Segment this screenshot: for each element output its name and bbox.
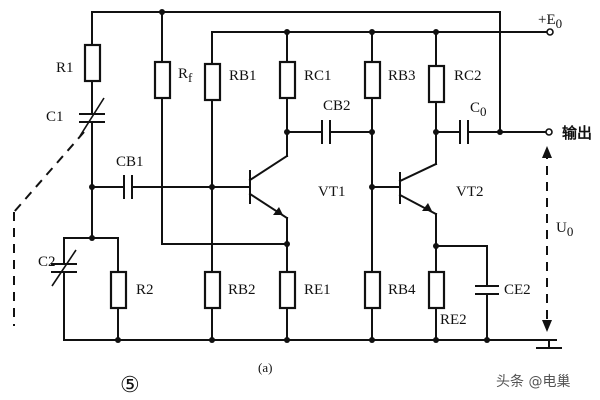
vt2-label: VT2 <box>456 184 484 200</box>
c2-r2-branch <box>51 235 128 341</box>
rf-label: Rf <box>178 66 193 85</box>
re1-label: RE1 <box>304 282 331 298</box>
rc2-resistor <box>427 64 446 104</box>
re1-resistor <box>278 270 297 310</box>
watermark: 头条 @电巢 <box>496 373 570 390</box>
rb2-label: RB2 <box>228 282 256 298</box>
rb1-label: RB1 <box>229 68 257 84</box>
co-label: C0 <box>470 100 487 119</box>
gang-dash-1 <box>13 131 85 213</box>
c1-label: C1 <box>46 109 64 125</box>
vt1-label: VT1 <box>318 184 346 200</box>
rb3-label: RB3 <box>388 68 416 84</box>
stage1-bias <box>203 31 222 341</box>
stage1-transistor <box>248 29 297 341</box>
cb1-branch <box>91 175 251 199</box>
cb2-branch <box>286 120 373 144</box>
vt2-emitter-arrow <box>422 203 432 211</box>
output-branch <box>435 120 553 144</box>
rb4-resistor <box>363 270 382 310</box>
r1-resistor <box>83 43 102 83</box>
r1-branch <box>79 11 105 239</box>
re2-resistor <box>427 270 446 310</box>
cb1-label: CB1 <box>116 154 144 170</box>
supply-label: +E0 <box>538 12 562 31</box>
output-label: 输出 <box>562 124 592 142</box>
rb2-resistor <box>203 270 222 310</box>
rb4-label: RB4 <box>388 282 416 298</box>
rb3-resistor <box>363 60 382 100</box>
r1-label: R1 <box>56 60 74 76</box>
vt1-emitter-arrow <box>273 207 283 215</box>
r2-label: R2 <box>136 282 154 298</box>
rf-branch <box>153 9 288 245</box>
r2-resistor <box>109 270 128 310</box>
uo-label: U0 <box>556 220 573 239</box>
figure-number: ⑤ <box>120 373 140 398</box>
figure-caption: (a) <box>258 360 272 375</box>
rc2-label: RC2 <box>454 68 482 84</box>
cb2-label: CB2 <box>323 98 351 114</box>
rc1-resistor <box>278 60 297 100</box>
rc1-label: RC1 <box>304 68 332 84</box>
c2-label: C2 <box>38 254 56 270</box>
ce2-label: CE2 <box>504 282 531 298</box>
stage2-bias <box>363 29 401 341</box>
ground-rail <box>63 337 562 349</box>
rf-resistor <box>153 60 172 100</box>
re2-label: RE2 <box>440 312 467 328</box>
uo-indicator <box>542 146 552 332</box>
rb1-resistor <box>203 62 222 102</box>
